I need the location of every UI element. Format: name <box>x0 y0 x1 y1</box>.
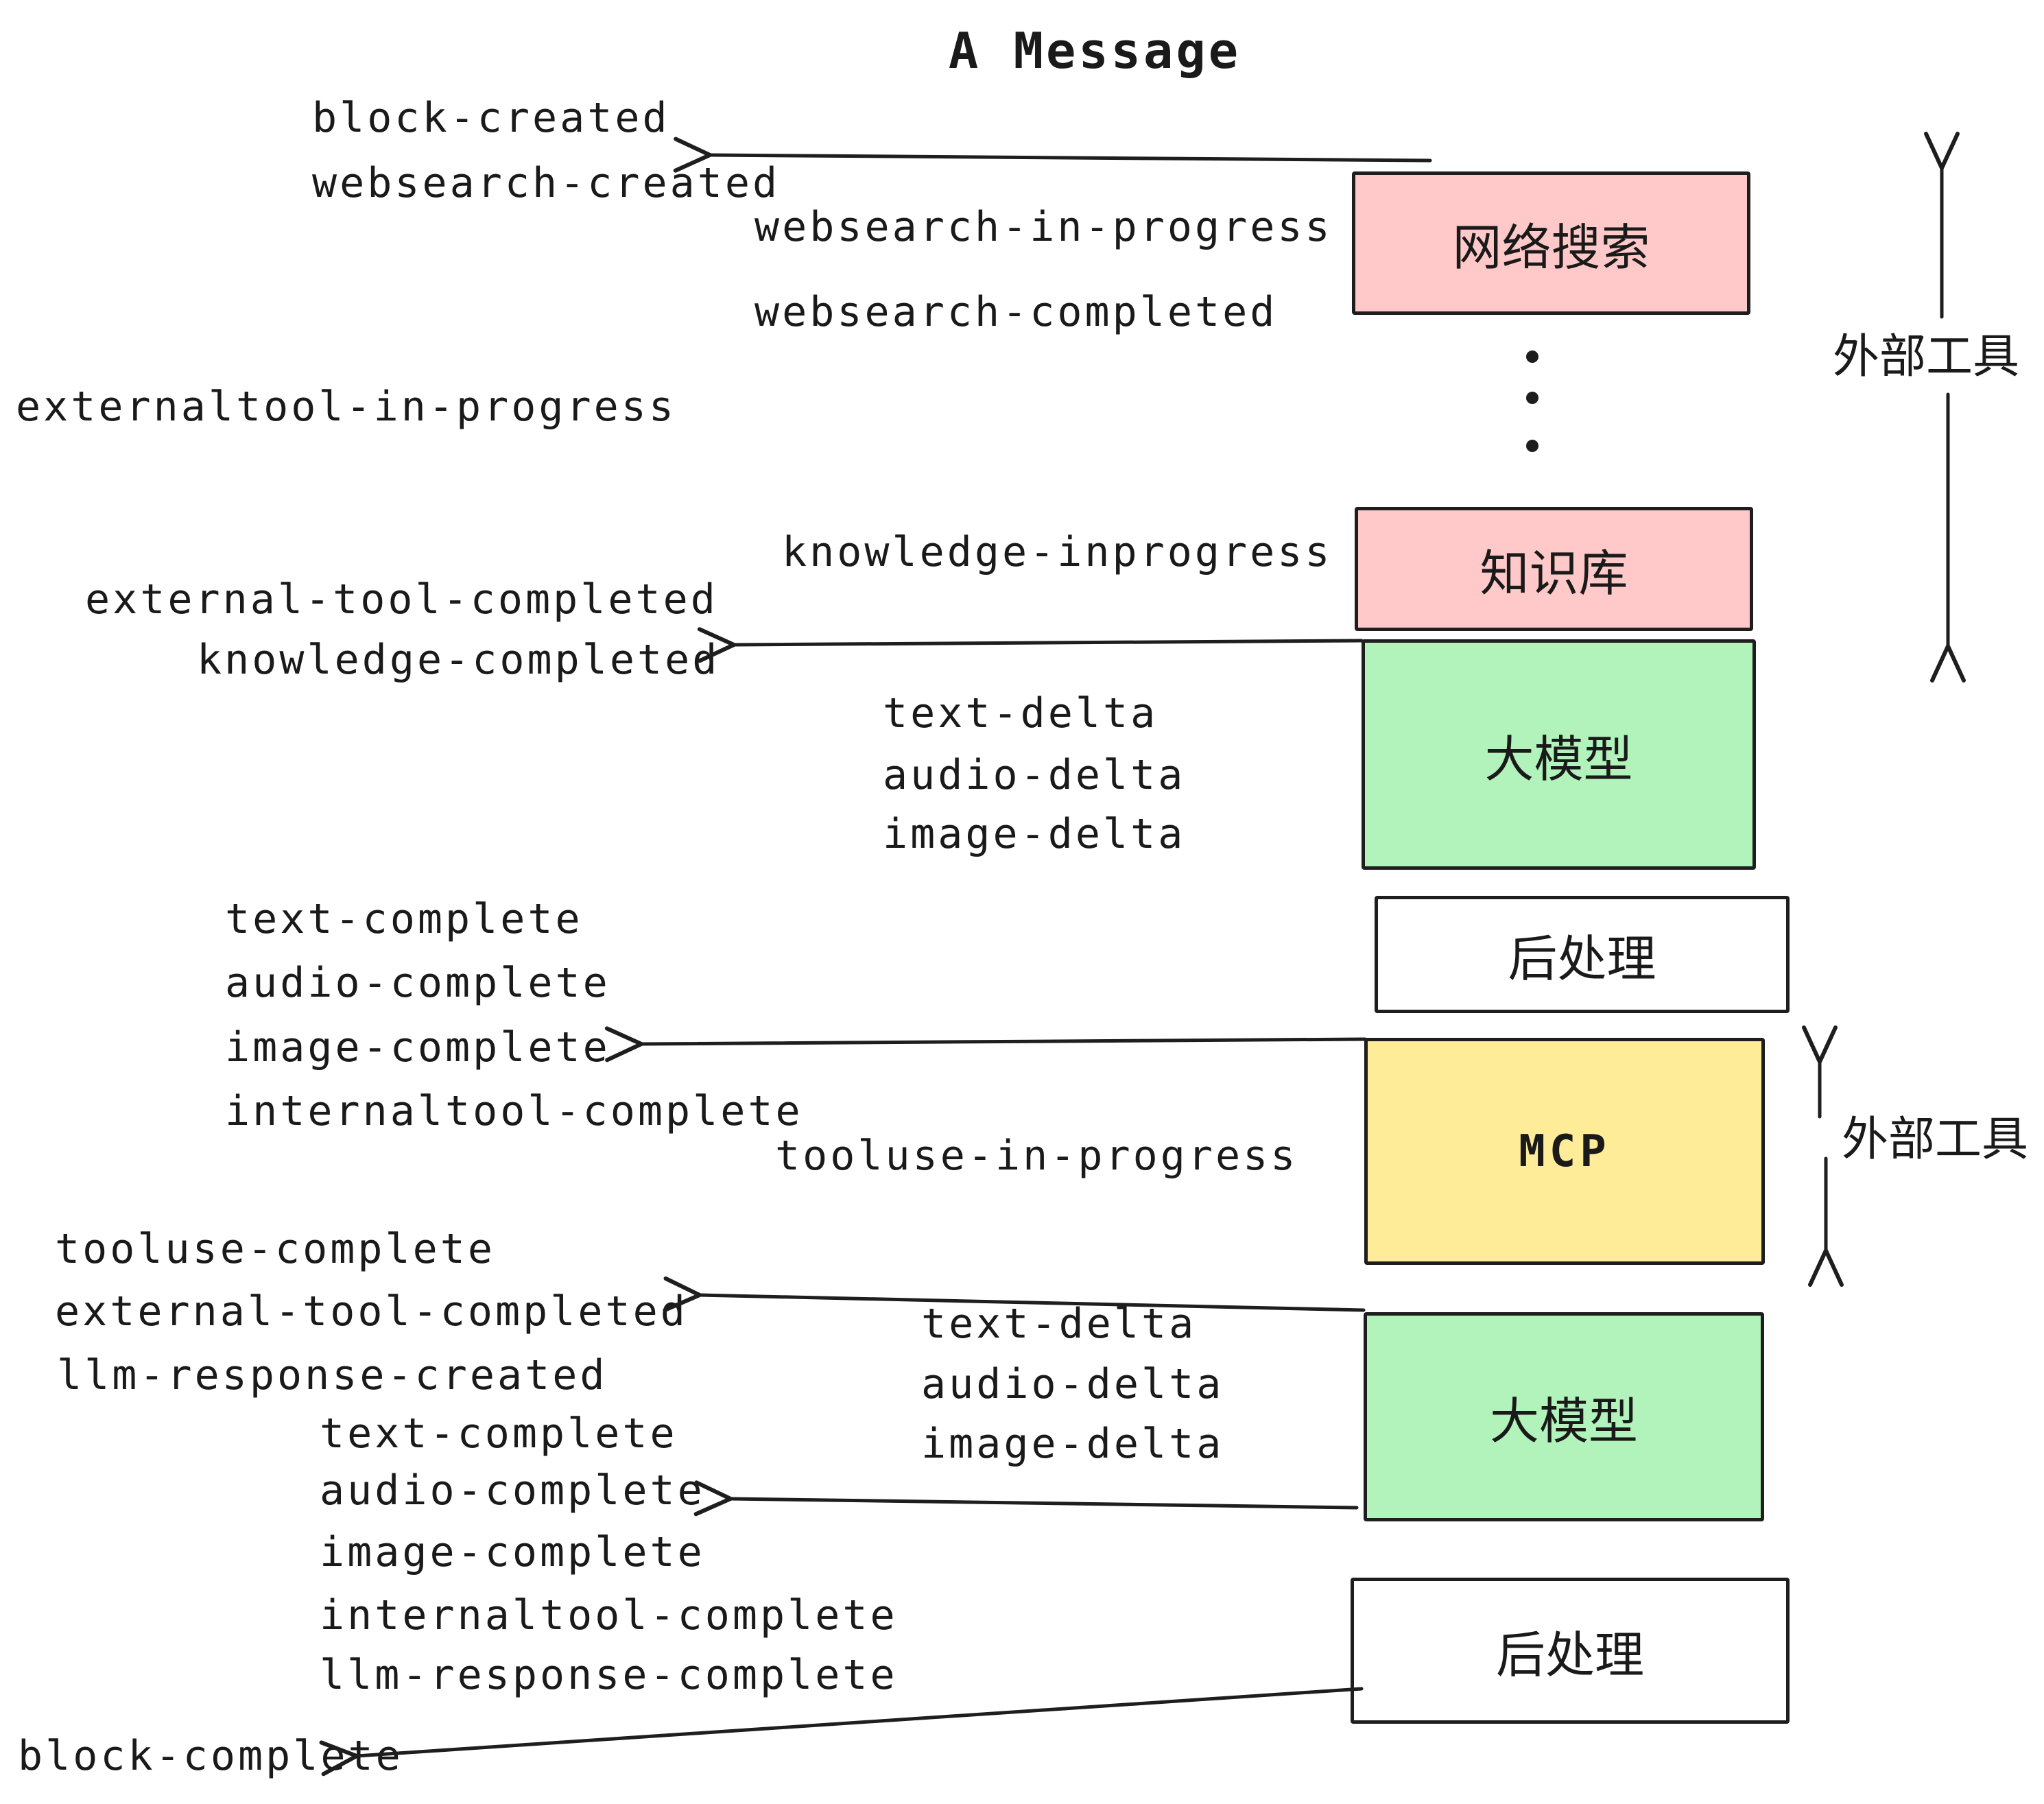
node-post-process-1-label: 后处理 <box>1508 930 1656 988</box>
event-label-audio-delta-2: audio-delta <box>921 1360 1224 1408</box>
event-label-block-complete: block-complete <box>18 1732 403 1780</box>
event-label-audio-delta-1: audio-delta <box>883 751 1186 799</box>
event-label-tooluse-complete: tooluse-complete <box>55 1225 495 1273</box>
ellipsis-dot <box>1526 440 1538 452</box>
event-label-websearch-in-progress: websearch-in-progress <box>754 203 1333 251</box>
event-label-image-delta-2: image-delta <box>921 1420 1224 1468</box>
page-title: A Message <box>948 22 1241 80</box>
annotation-external-tools-2: 外部工具 <box>1842 1113 2029 1167</box>
event-label-llm-response-complete: llm-response-complete <box>320 1651 898 1699</box>
event-label-internaltool-complete-1: internaltool-complete <box>225 1087 803 1135</box>
event-label-text-complete-2: text-complete <box>320 1410 678 1458</box>
event-label-knowledge-inprogress: knowledge-inprogress <box>782 528 1333 576</box>
event-label-internaltool-complete-2: internaltool-complete <box>320 1591 898 1639</box>
event-label-text-delta-1: text-delta <box>883 689 1158 737</box>
node-websearch-label: 网络搜索 <box>1452 219 1650 276</box>
node-mcp: MCP <box>1364 1038 1765 1265</box>
event-label-text-complete-1: text-complete <box>225 895 583 943</box>
annotation-external-tools-1: 外部工具 <box>1833 330 2020 384</box>
node-llm-2-label: 大模型 <box>1489 1392 1638 1450</box>
arrow-mcp-to-image-complete <box>604 1026 1367 1063</box>
event-label-external-tool-completed-2: external-tool-completed <box>55 1287 688 1336</box>
node-llm-1-label: 大模型 <box>1484 730 1633 788</box>
event-label-externaltool-in-progress: externaltool-in-progress <box>16 383 676 431</box>
event-label-websearch-completed: websearch-completed <box>754 288 1278 336</box>
event-label-external-tool-completed-1: external-tool-completed <box>85 575 718 624</box>
arrow-websearch-to-block-created <box>673 137 1432 173</box>
event-label-block-created: block-created <box>312 94 670 142</box>
event-label-image-complete-1: image-complete <box>225 1023 610 1071</box>
node-post-process-1: 后处理 <box>1375 896 1790 1013</box>
node-mcp-label: MCP <box>1519 1126 1611 1177</box>
event-label-text-delta-2: text-delta <box>921 1300 1197 1348</box>
node-post-process-2-label: 后处理 <box>1495 1626 1644 1684</box>
node-websearch: 网络搜索 <box>1352 171 1750 315</box>
node-llm-1: 大模型 <box>1362 639 1756 870</box>
node-knowledge-label: 知识库 <box>1479 545 1628 602</box>
arrow-llm2-to-audio-complete <box>693 1480 1359 1517</box>
ellipsis-dot <box>1526 392 1538 404</box>
event-label-tooluse-in-progress: tooluse-in-progress <box>775 1132 1298 1180</box>
event-label-image-delta-1: image-delta <box>883 810 1186 858</box>
node-knowledge: 知识库 <box>1355 507 1753 631</box>
ellipsis-dot <box>1526 351 1538 363</box>
event-label-knowledge-completed: knowledge-completed <box>197 636 720 684</box>
event-label-llm-response-created: llm-response-created <box>57 1351 608 1399</box>
event-label-image-complete-2: image-complete <box>320 1528 705 1576</box>
node-post-process-2: 后处理 <box>1351 1578 1790 1724</box>
event-label-audio-complete-1: audio-complete <box>225 959 610 1007</box>
arrow-llm1-to-knowledge-completed <box>697 627 1364 663</box>
event-label-websearch-created: websearch-created <box>312 159 781 207</box>
node-llm-2: 大模型 <box>1364 1312 1764 1521</box>
event-label-audio-complete-2: audio-complete <box>320 1467 705 1515</box>
